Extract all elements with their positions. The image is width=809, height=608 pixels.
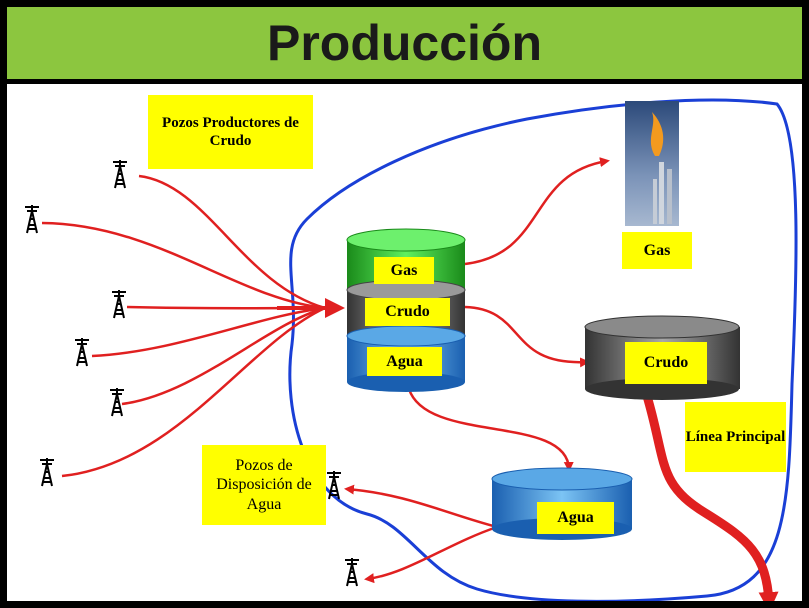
main-line-arrow <box>642 394 779 601</box>
derrick-icon <box>109 387 125 417</box>
crude-tank <box>584 315 740 400</box>
producer-wells-label: Pozos Productores de Crudo <box>148 95 313 169</box>
derrick-icon <box>111 289 127 319</box>
gas-flare-image <box>625 101 679 226</box>
derrick-icon <box>74 337 90 367</box>
separator-gas-label: Gas <box>374 257 434 284</box>
main-line-label: Línea Principal <box>685 402 786 472</box>
derrick-icon <box>39 457 55 487</box>
separator-water-label: Agua <box>367 347 442 376</box>
header-bar: Producción <box>7 7 802 79</box>
disposal-pipes <box>344 484 498 584</box>
water-tank-label: Agua <box>537 502 614 534</box>
crude-tank-label: Crudo <box>625 342 707 384</box>
flare-gas-label: Gas <box>622 232 692 269</box>
separator-vessel <box>346 228 466 392</box>
disposal-wells-label: Pozos de Disposición de Agua <box>202 445 326 525</box>
page-title: Producción <box>266 15 543 71</box>
producer-pipes <box>41 174 326 478</box>
derrick-icon <box>326 470 342 500</box>
derrick-icon <box>24 204 40 234</box>
diagram-svg <box>24 98 798 601</box>
derrick-icon <box>112 159 128 189</box>
derrick-icon <box>344 557 360 587</box>
diagram-canvas: Pozos Productores de Crudo Pozos de Disp… <box>7 84 802 601</box>
separator-crude-label: Crudo <box>365 298 450 326</box>
